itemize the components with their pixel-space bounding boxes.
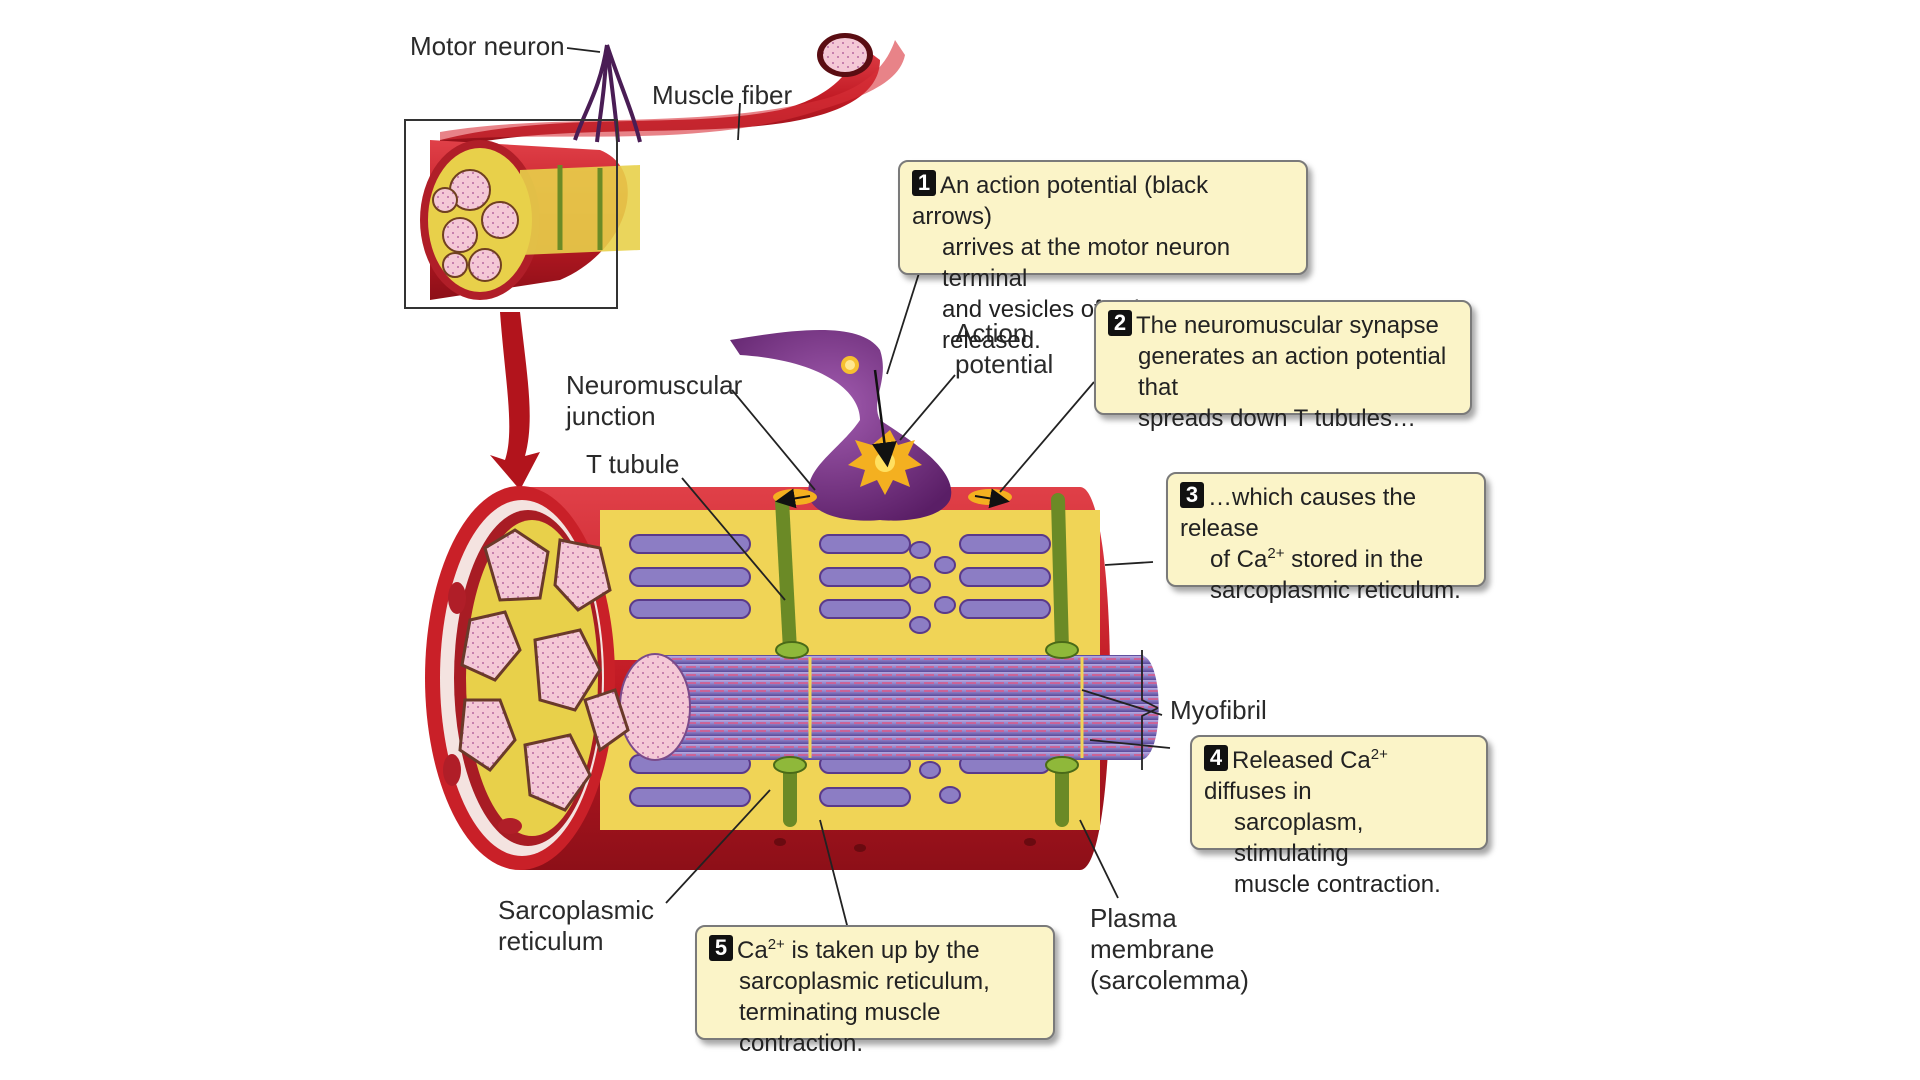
- step-2-line3: spreads down T tubules…: [1138, 405, 1416, 432]
- step-1-number: 1: [912, 170, 936, 196]
- step-2-line1: The neuromuscular synapse: [1136, 312, 1439, 339]
- step-3-line2-post: stored in the: [1284, 546, 1424, 573]
- step-2-number: 2: [1108, 310, 1132, 336]
- label-pm-line1: Plasma: [1090, 903, 1177, 933]
- step-4-line3: muscle contraction.: [1234, 871, 1441, 898]
- large-muscle-fiber: [425, 486, 1159, 870]
- label-t-tubule: T tubule: [586, 449, 680, 479]
- label-sarcoplasmic-reticulum: Sarcoplasmic reticulum: [498, 895, 654, 957]
- zoom-arrow: [490, 312, 540, 490]
- step-3-number: 3: [1180, 482, 1204, 508]
- step-5-line2: sarcoplasmic reticulum,: [739, 968, 990, 995]
- label-plasma-membrane: Plasma membrane (sarcolemma): [1090, 903, 1249, 996]
- label-action-potential: Action potential: [955, 318, 1053, 380]
- step-3-line1: …which causes the release: [1180, 484, 1417, 542]
- step-5-line3: terminating muscle contraction.: [739, 999, 941, 1057]
- label-nmj-line2: junction: [566, 401, 656, 431]
- label-neuromuscular-junction: Neuromuscular junction: [566, 370, 742, 432]
- step-5-line1-pre: Ca: [737, 937, 768, 964]
- small-muscle-fiber: [404, 33, 905, 309]
- label-muscle-fiber: Muscle fiber: [652, 80, 793, 110]
- label-myofibril: Myofibril: [1170, 695, 1267, 725]
- leader-lines: [566, 47, 1171, 930]
- step-2-line2: generates an action potential that: [1138, 343, 1447, 401]
- label-sr-line2: reticulum: [498, 926, 604, 956]
- label-pm-line2: membrane: [1090, 934, 1215, 964]
- step-5-line1-post: is taken up by the: [784, 937, 980, 964]
- step-3-line3: sarcoplasmic reticulum.: [1210, 577, 1461, 604]
- step-4-number: 4: [1204, 745, 1228, 771]
- step-3-line2-pre: of Ca: [1210, 546, 1268, 573]
- step-4-line2: sarcoplasm, stimulating: [1234, 809, 1364, 867]
- label-nmj-line1: Neuromuscular: [566, 370, 743, 400]
- label-motor-neuron: Motor neuron: [410, 31, 565, 61]
- label-action-potential-line1: Action: [955, 318, 1028, 348]
- step-4-line1-sup: 2+: [1370, 746, 1388, 763]
- step-1-line1: An action potential (black arrows): [912, 172, 1209, 230]
- step-4-line1-pre: Released Ca: [1232, 747, 1371, 774]
- step-4-line1-post: diffuses in: [1204, 778, 1312, 805]
- step-5-line1-sup: 2+: [767, 936, 785, 953]
- label-action-potential-line2: potential: [955, 349, 1054, 379]
- step-1-line2: arrives at the motor neuron terminal: [942, 234, 1231, 292]
- label-pm-line3: (sarcolemma): [1090, 965, 1249, 995]
- motor-neuron-terminal: [730, 330, 1012, 521]
- step-3-line2-sup: 2+: [1267, 545, 1285, 562]
- step-5-number: 5: [709, 935, 733, 961]
- label-sr-line1: Sarcoplasmic: [498, 895, 655, 925]
- callout-step-3: 3…which causes the release of Ca2+ store…: [1166, 472, 1486, 604]
